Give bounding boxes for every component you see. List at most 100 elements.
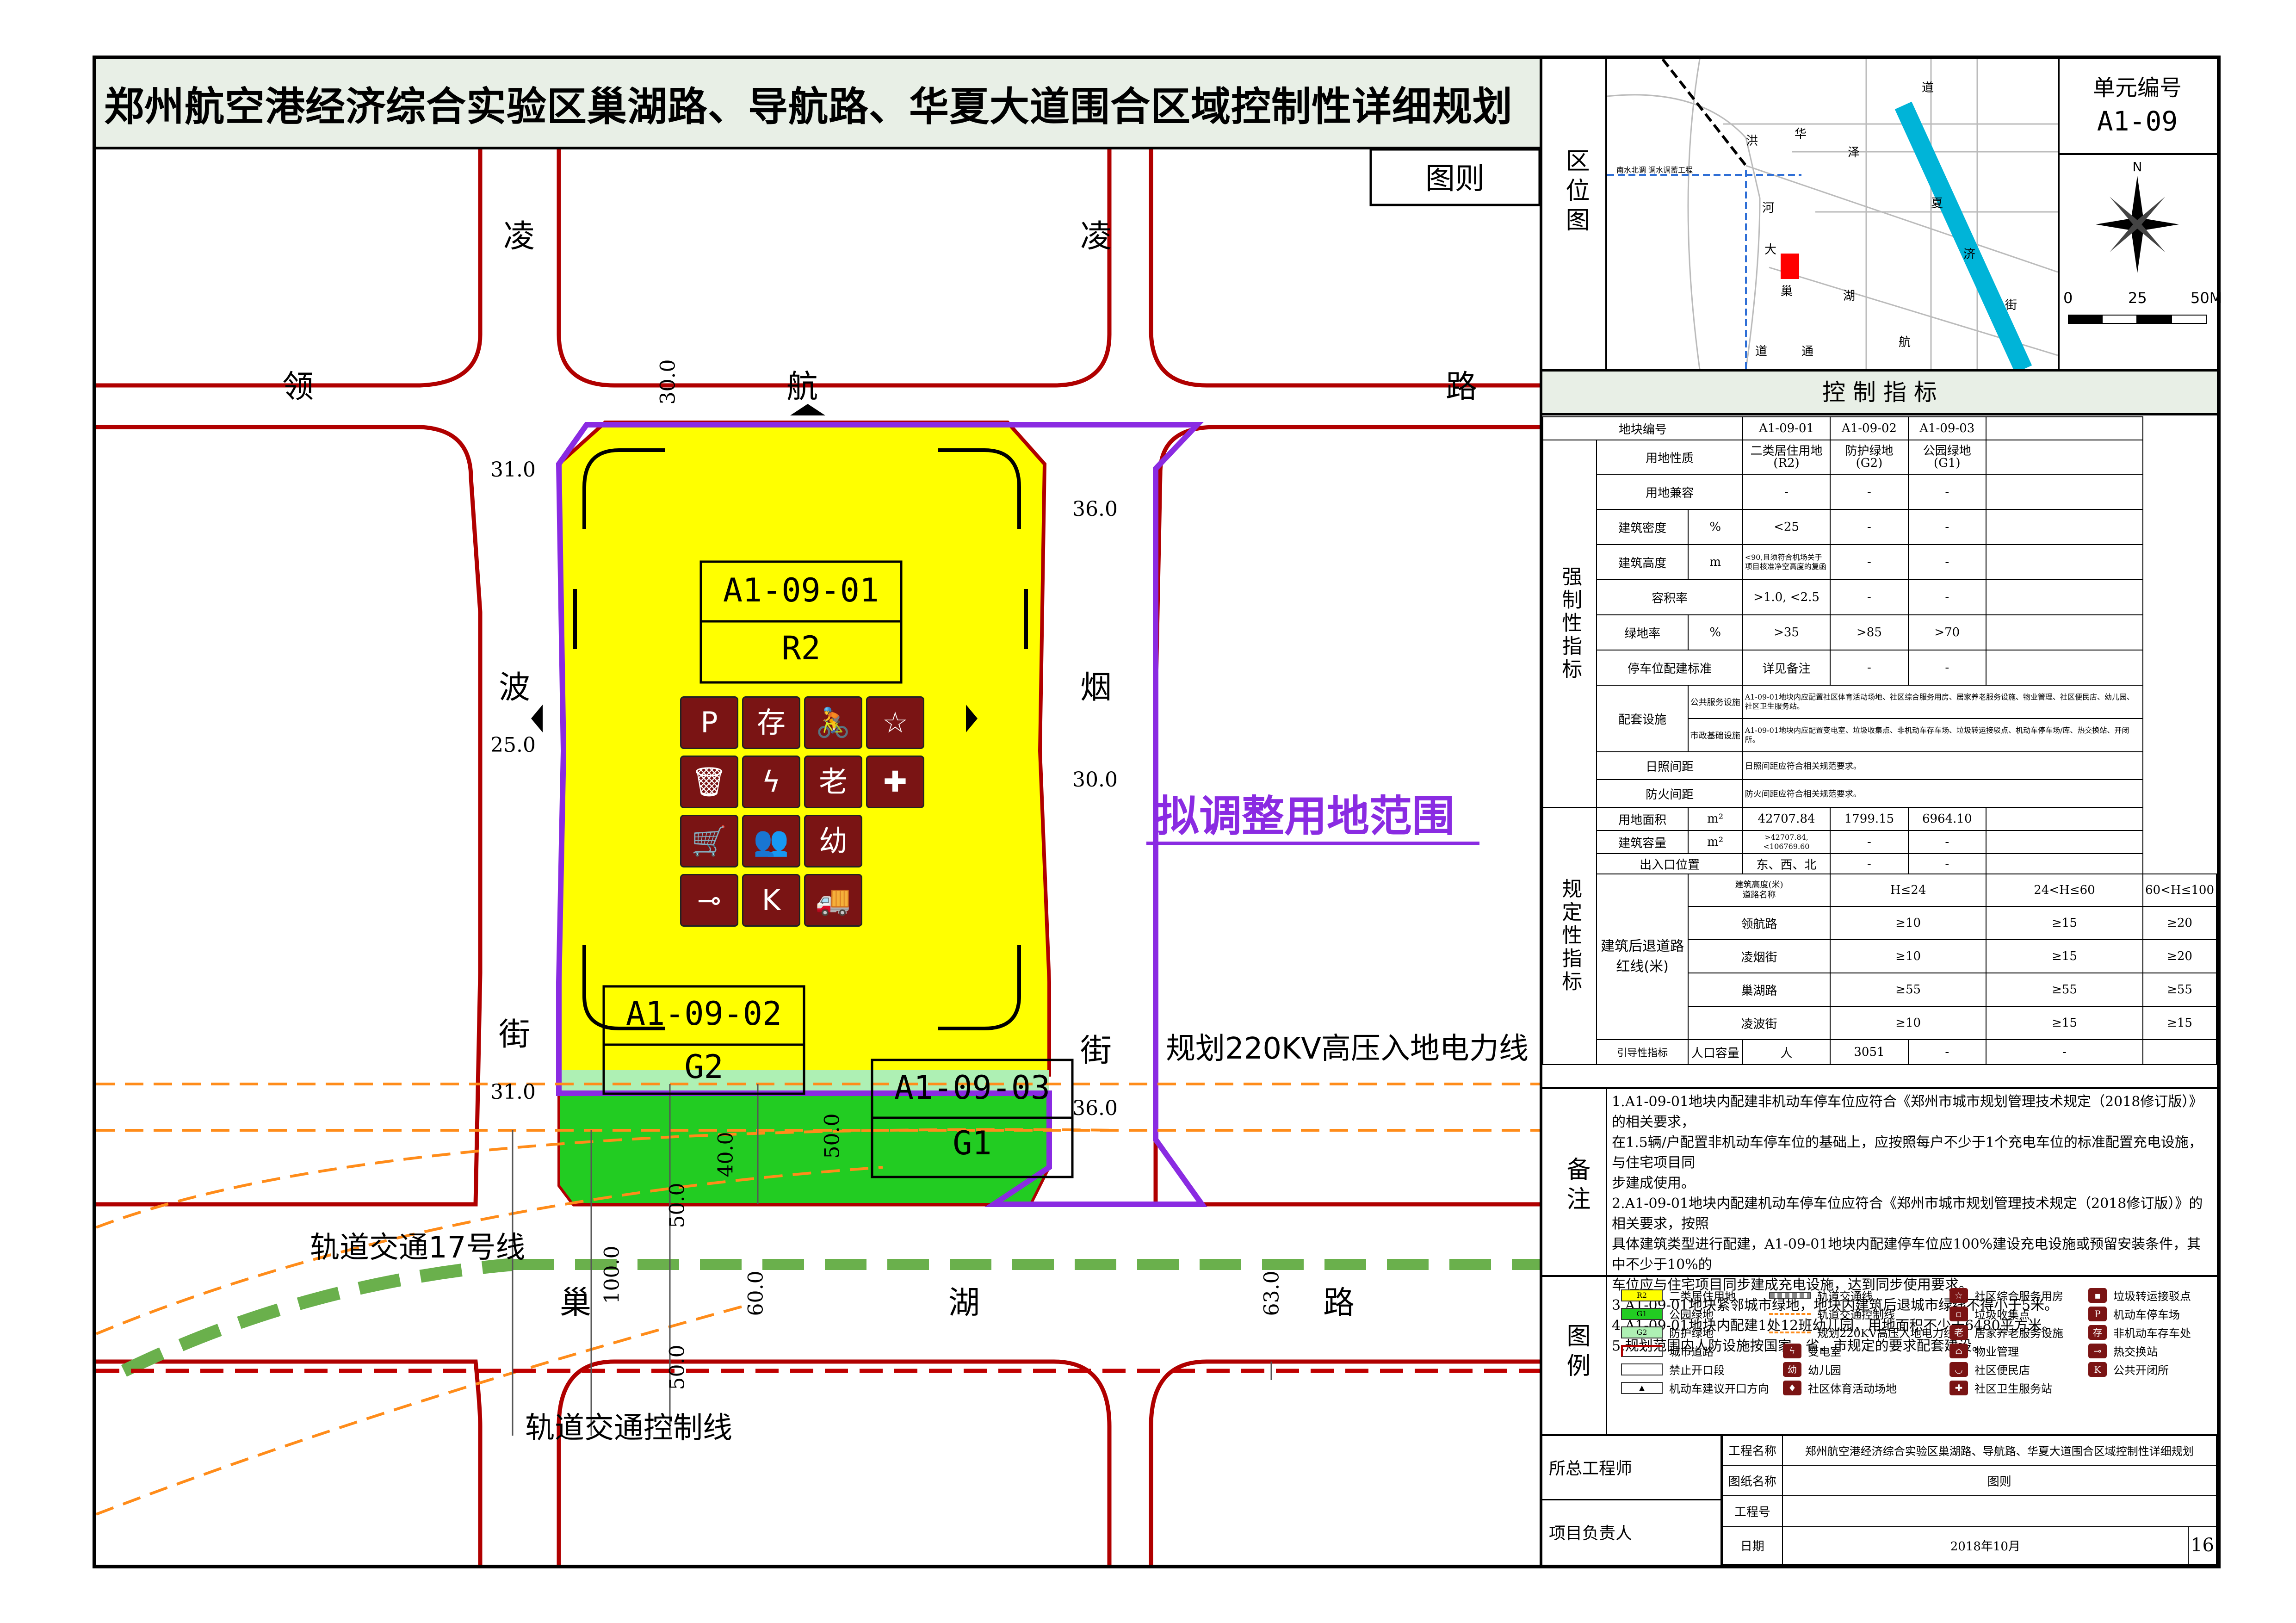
table-cell: ≥15 [2142,1006,2217,1040]
curb-left-block [96,425,483,1207]
metro-control-label: 轨道交通控制线 [525,1411,732,1445]
page-number: 16 [2188,1526,2217,1565]
remarks-list: 1.A1-09-01地块内配建非机动车停车位应符合《郑州市城市规划管理技术规定（… [1612,1092,2213,1357]
arrow-up-icon [790,404,825,415]
curb-top-right [1149,149,1540,388]
table-cell: ≥10 [1830,1006,1987,1040]
table-cell: 市政基础设施 [1687,718,1743,752]
loc-word: 夏 [1931,197,1943,211]
parcel-id-r2: A1-09-01 [723,571,879,609]
table-empty-cell [1985,474,2144,510]
parcel-id-g2: A1-09-02 [625,995,782,1033]
drawing-frame [93,56,2221,1568]
footer-divider [1542,1499,1722,1500]
parking-icon: P [680,696,738,749]
table-cell: - [1742,474,1831,510]
road-swatch [1621,1344,1663,1357]
legend-label-cell [1542,1277,1607,1434]
table-cell: - [1907,509,1987,545]
garbage-point-icon: 🗑 [680,756,738,808]
table-cell: - [1907,544,1987,580]
road-label-top-1: 领 [282,369,314,405]
table-empty-cell [1985,544,2144,580]
legend-text: 垃圾转运接驳点 [2113,1290,2191,1303]
control-header: 控 制 指 标 [1542,369,2217,415]
table-row: 工程名称 郑州航空港经济综合实验区巢湖路、导航路、华夏大道围合区域控制性详细规划 [1722,1434,2217,1466]
table-cell: - [1830,544,1909,580]
compass-icon: N [2096,159,2179,273]
table-empty-cell [1985,853,2144,874]
legend-text: 轨道交通控制线 [1817,1308,1895,1321]
table-cell: >1.0, <2.5 [1742,579,1831,615]
loc-word: 济 [1963,248,1975,261]
no-opening-swatch [1621,1363,1663,1375]
legend-item: K 公共开闭所 [2088,1361,2169,1377]
legend-swatch: R2 [1621,1289,1663,1301]
table-cell: 1799.15 [1830,807,1909,831]
dim-label: 31.0 [490,1080,536,1104]
date-label: 日期 [1722,1526,1783,1565]
dim-label: 50.0 [665,1344,689,1390]
table-cell: - [1907,830,1987,854]
unit-id: A1-09 [2097,105,2178,137]
table-cell: 详见备注 [1742,650,1831,686]
legend-item: ☆社区综合服务用房 [1949,1287,2063,1303]
arrow-left-icon [531,705,543,732]
adjust-boundary [556,422,1207,1207]
dim-label: 30.0 [1072,768,1118,792]
garbage-transfer-icon: ▪ [2088,1288,2107,1303]
project-value: 郑州航空港经济综合实验区巢湖路、导航路、华夏大道围合区域控制性详细规划 [1782,1434,2217,1466]
table-corner: 建筑高度(米)道路名称 [1687,873,1831,907]
legend-item: 城市道路 [1621,1343,1714,1359]
community-service-icon: ☆ [866,696,924,749]
loc-word: 泽 [1848,146,1860,160]
heat-exchange-icon: ⊸ [2088,1343,2107,1358]
table-cell: 公园绿地 (G1) [1907,440,1987,475]
legend-item: ◡社区便民店 [1949,1361,2030,1377]
sports-field-icon: 🚴 [804,696,862,749]
control-curve [96,1305,744,1516]
table-cell: 人 [1742,1039,1831,1065]
legend-text: 公共开闭所 [2113,1364,2169,1377]
table-cell: 用地性质 [1596,440,1743,475]
legend-text: 轨道交通线 [1817,1290,1873,1303]
scale-bar [2068,315,2207,324]
table-cell: 6964.10 [1907,807,1987,831]
road-label-bottom-2: 湖 [948,1285,980,1321]
dim-label: 36.0 [1072,1096,1118,1120]
setback-marks [573,448,1028,1030]
mandatory-label: 强制性指标 [1542,440,1597,808]
loc-word: 华 [1795,127,1807,141]
road-label-ling-right: 凌 [1080,218,1112,255]
legend-text: 二类居住用地 [1669,1290,1736,1303]
legend-item: ▫垃圾收集点 [1949,1306,2030,1322]
table-cell: 绿地率 [1596,614,1689,650]
table-row: 配套设施 公共服务设施 A1-09-01地块内应配置社区体育活动场地、社区综合服… [1543,685,2216,752]
table-cell: H≤24 [1830,873,1987,907]
legend-text: 垃圾收集点 [1974,1308,2030,1321]
table-cell: >35 [1742,614,1831,650]
garbage-transfer-icon: 🚚 [804,874,862,927]
table-cell: 人口容量 [1687,1039,1743,1065]
dim-label: 36.0 [1072,497,1118,521]
dim-label: 63.0 [1260,1270,1284,1316]
legend-item: 轨道交通线 [1769,1287,1873,1303]
table-cell: ≥55 [1830,973,1987,1007]
north-label: N [2133,159,2142,174]
power-lines [96,1083,1540,1516]
table-row: 日照间距 日照间距应符合相关规范要求。 [1543,751,2216,780]
powerline-curve-1 [96,1128,1114,1229]
table-cell: ≥10 [1830,939,1987,973]
switch-station-icon: K [2088,1362,2107,1377]
legend-item: 规划220KV高压入地电力线 [1769,1324,1955,1340]
curb-bottom-mid [557,1359,1112,1565]
table-cell: - [1985,1039,2144,1065]
loc-word: 大 [1764,243,1776,257]
table-row: 容积率 >1.0, <2.5 - - [1543,579,2216,615]
table-cell: % [1687,614,1743,650]
legend-item: 老居家养老服务设施 [1949,1324,2063,1340]
store-icon: 🛒 [680,815,738,867]
table-cell: - [1830,650,1909,686]
table-empty-cell [2142,1039,2217,1065]
